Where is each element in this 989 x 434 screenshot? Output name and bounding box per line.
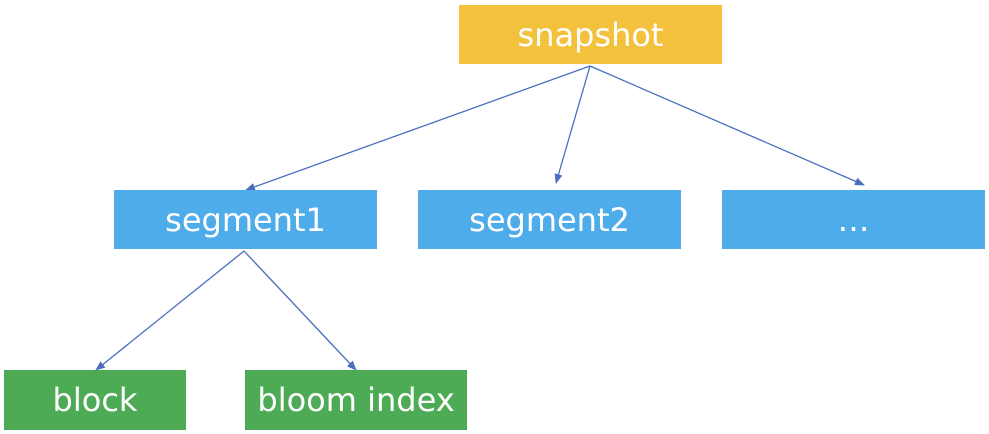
segment1-label: segment1 xyxy=(165,200,326,239)
segment2-label: segment2 xyxy=(469,200,630,239)
snapshot-label: snapshot xyxy=(517,15,664,54)
block-node: block xyxy=(4,370,186,430)
edge-segment1-block xyxy=(95,250,245,371)
edge-snapshot-segment1 xyxy=(245,65,591,191)
edge-snapshot-segment2 xyxy=(554,65,591,184)
segment-more-label: … xyxy=(837,200,870,239)
segment-more-node: … xyxy=(722,190,985,249)
edge-segment1-bloom-index xyxy=(243,250,357,371)
segment2-node: segment2 xyxy=(418,190,681,249)
bloom-index-label: bloom index xyxy=(257,381,455,419)
block-label: block xyxy=(52,381,138,419)
snapshot-node: snapshot xyxy=(459,5,722,64)
edge-snapshot-more xyxy=(589,65,865,186)
bloom-index-node: bloom index xyxy=(245,370,467,430)
segment1-node: segment1 xyxy=(114,190,377,249)
